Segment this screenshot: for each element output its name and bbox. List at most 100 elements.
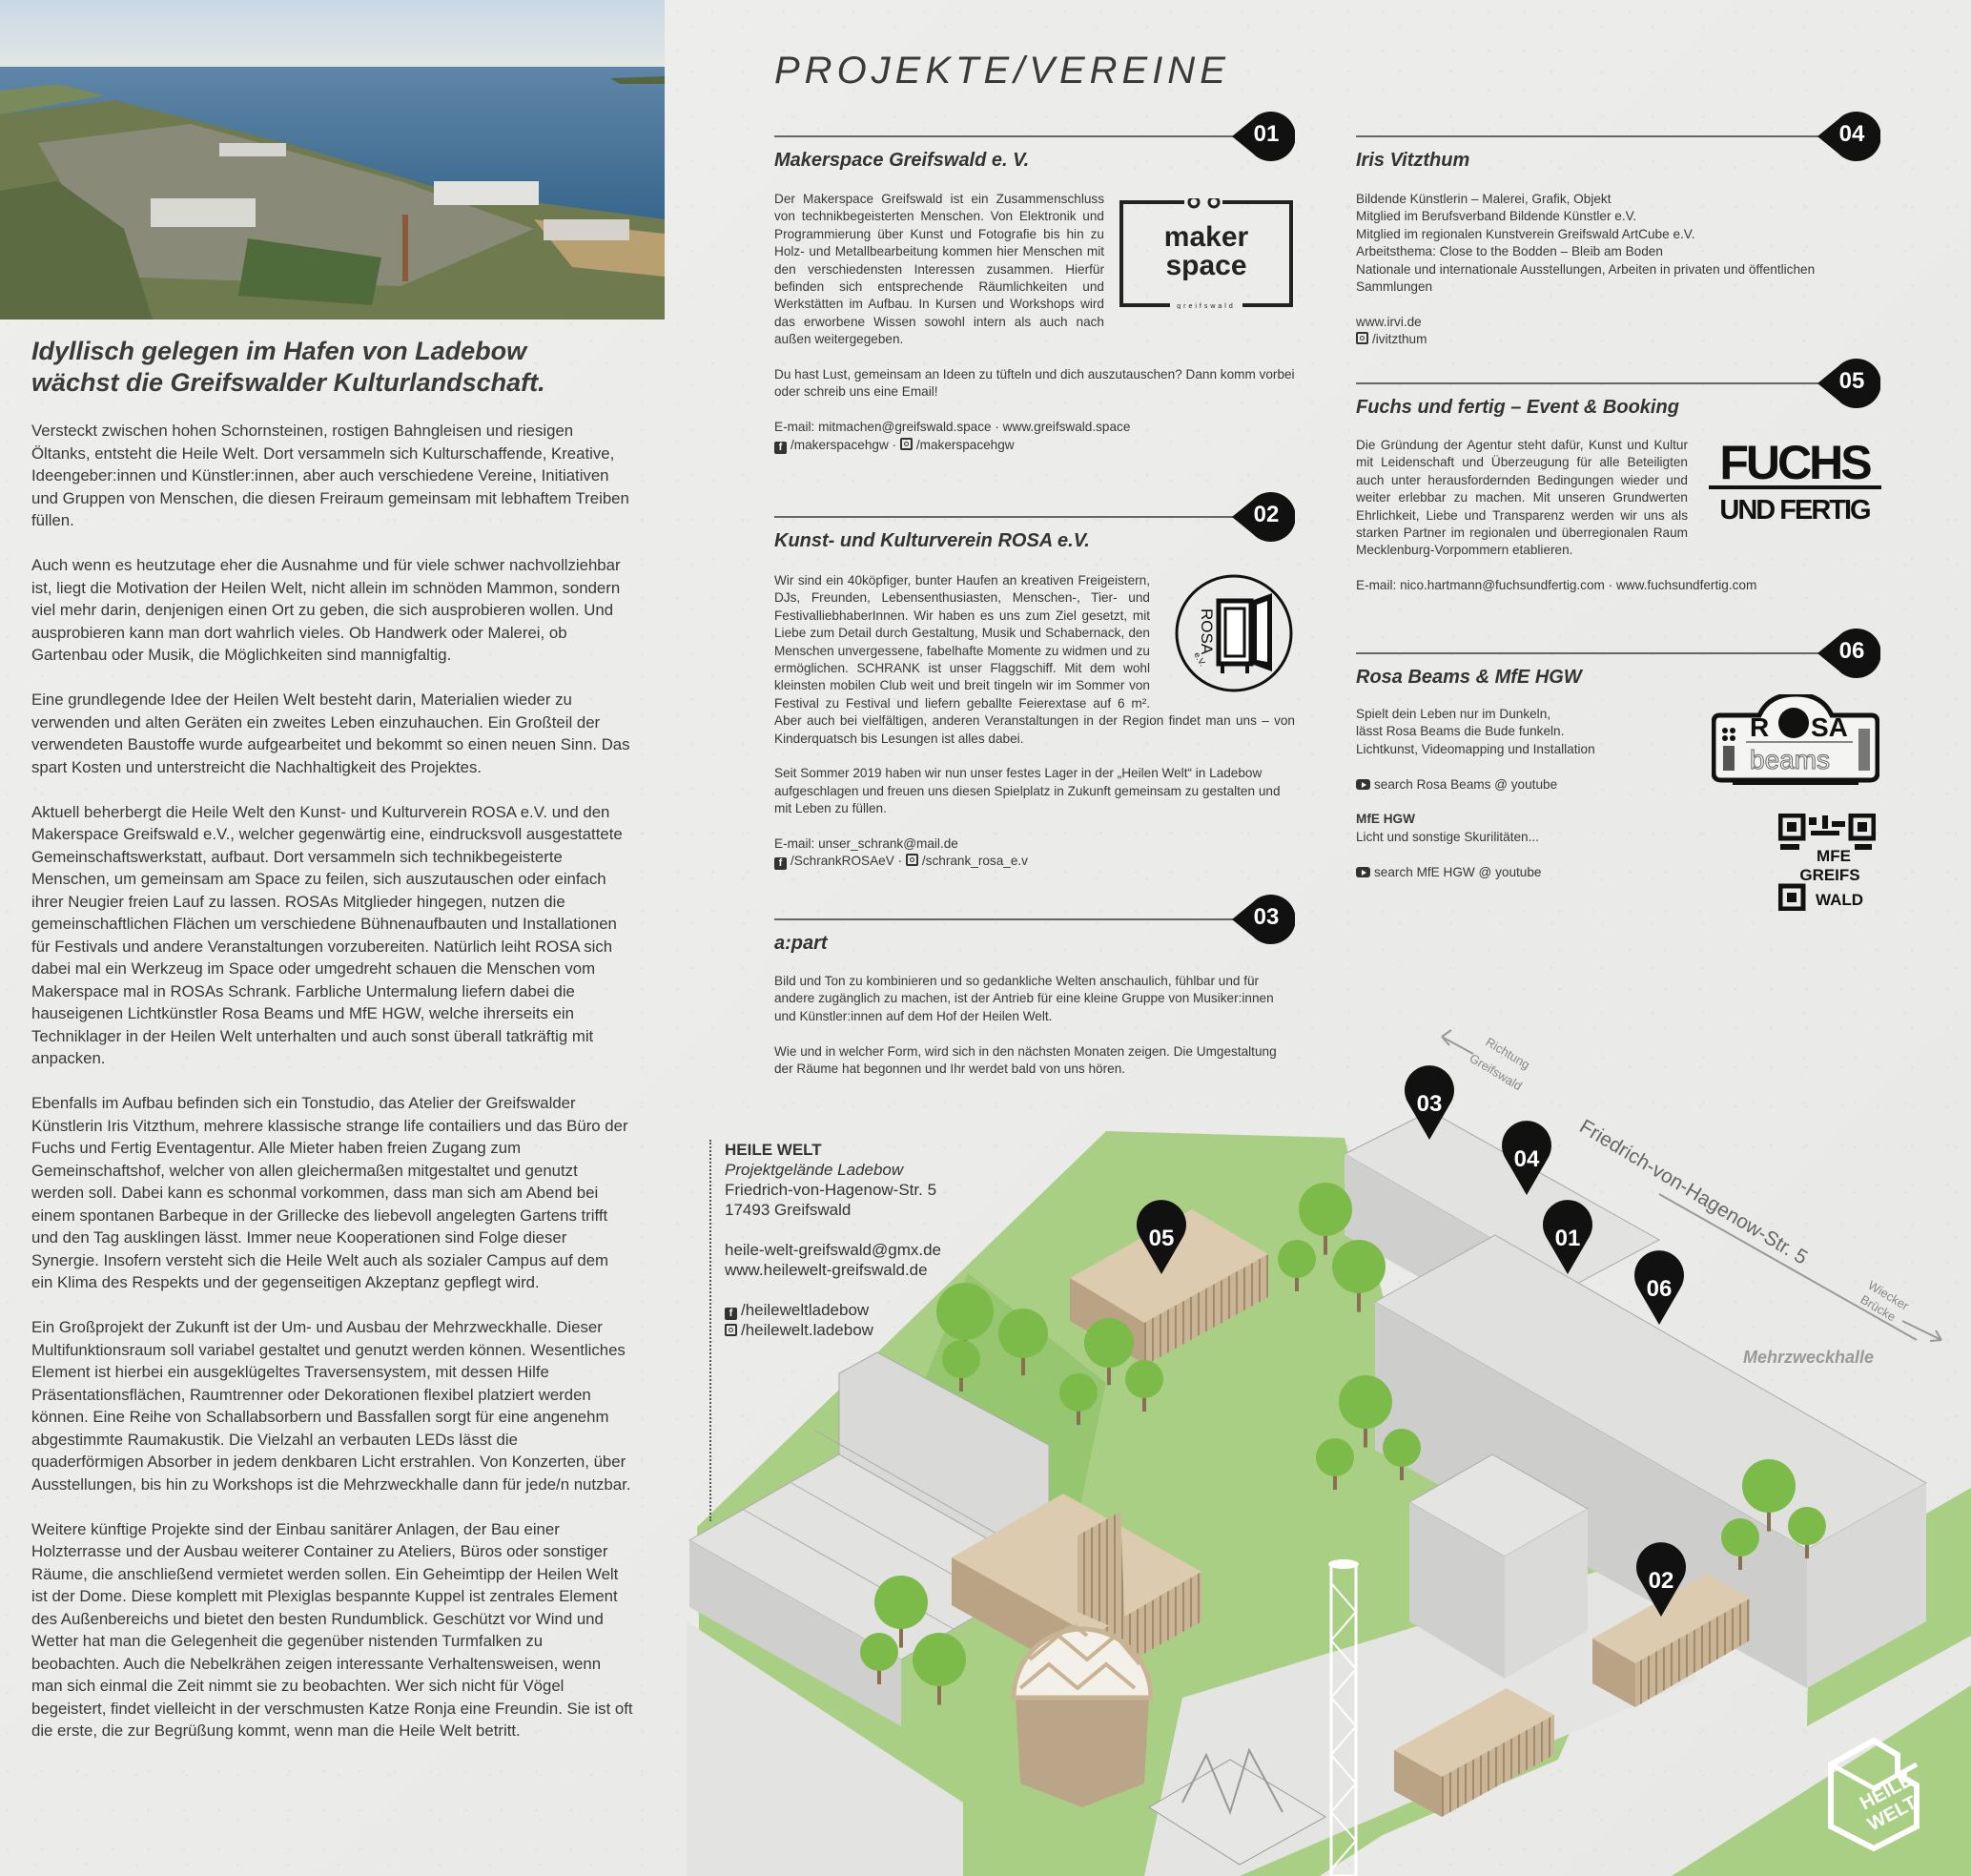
svg-text:maker: maker bbox=[1164, 221, 1249, 253]
address-subtitle: Projektgelände Ladebow bbox=[725, 1161, 904, 1179]
project-body-apart: Bild und Ton zu kombinieren und so gedan… bbox=[774, 973, 1295, 1096]
project-paragraph: Wie und in welcher Form, wird sich in de… bbox=[774, 1043, 1277, 1077]
fuchs-contact[interactable]: E-mail: nico.hartmann@fuchsundfertig.com… bbox=[1356, 578, 1757, 593]
project-title-iris: Iris Vitzthum bbox=[1356, 150, 1470, 171]
projects-title: PROJEKTE/VEREINE bbox=[774, 50, 1230, 92]
svg-text:GREIFS: GREIFS bbox=[1799, 866, 1859, 884]
section-divider bbox=[1356, 135, 1823, 137]
iris-line: Mitglied im Berufsverband Bildende Künst… bbox=[1356, 209, 1637, 224]
section-number-badge: 02 bbox=[1232, 492, 1295, 542]
intro-paragraph: Weitere künftige Projekte sind der Einba… bbox=[31, 1519, 633, 1741]
qr-code: MFE GREIFS WALD bbox=[1778, 814, 1876, 911]
intro-headline-line1: Idyllisch gelegen im Hafen von Ladebow bbox=[31, 337, 527, 365]
project-body-rosa: ROSA e.V. Wir sind ein 40köpfiger, bunte… bbox=[774, 572, 1295, 871]
youtube-icon bbox=[1356, 778, 1370, 790]
mfe-text: Licht und sonstige Skurilitäten... bbox=[1356, 829, 1539, 844]
instagram-link[interactable]: /schrank_rosa_e.v bbox=[921, 854, 1028, 869]
section-divider bbox=[774, 135, 1242, 137]
project-body-iris: Bildende Künstlerin – Malerei, Grafik, O… bbox=[1356, 191, 1883, 349]
project-paragraph: Die Gründung der Agentur steht dafür, Ku… bbox=[1356, 438, 1688, 558]
rosa-beams-logo: R SA beams bbox=[1712, 694, 1879, 785]
project-paragraph: Bild und Ton zu kombinieren und so gedan… bbox=[774, 974, 1274, 1023]
section-number-badge: 05 bbox=[1817, 359, 1880, 408]
facebook-link[interactable]: /makerspacehgw bbox=[790, 437, 889, 452]
iris-line: Mitglied im regionalen Kunstverein Greif… bbox=[1356, 226, 1695, 241]
iris-line: Arbeitsthema: Close to the Bodden – Blei… bbox=[1356, 244, 1663, 259]
makerspace-logo: maker space greifswald bbox=[1118, 196, 1295, 310]
makerspace-contact[interactable]: E-mail: mitmachen@greifswald.space · www… bbox=[774, 420, 1131, 435]
section-number-badge: 06 bbox=[1817, 629, 1880, 678]
project-paragraph: Wir sind ein 40köpfiger, bunter Haufen a… bbox=[774, 573, 1295, 746]
instagram-link[interactable]: /ivitzthum bbox=[1372, 332, 1427, 347]
rosa-logo: ROSA e.V. bbox=[1173, 572, 1295, 694]
section-number-badge: 03 bbox=[1232, 895, 1295, 944]
youtube-icon bbox=[1356, 866, 1370, 877]
address-street: Friedrich-von-Hagenow-Str. 5 bbox=[725, 1181, 937, 1199]
iris-website[interactable]: www.irvi.de bbox=[1356, 314, 1422, 329]
intro-paragraph: Aktuell beherbergt die Heile Welt den Ku… bbox=[31, 802, 623, 1068]
section-divider bbox=[774, 918, 1242, 920]
iris-social: /ivitzthum bbox=[1356, 331, 1883, 348]
svg-text:UND FERTIG: UND FERTIG bbox=[1719, 495, 1870, 526]
project-paragraph: Der Makerspace Greifswald ist ein Zusamm… bbox=[774, 192, 1104, 347]
rosa-beams-line: lässt Rosa Beams die Bude funkeln. bbox=[1356, 724, 1565, 739]
intro-headline: Idyllisch gelegen im Hafen von Ladebow w… bbox=[31, 336, 642, 399]
facebook-link[interactable]: /SchrankROSAeV bbox=[790, 854, 894, 869]
address-instagram[interactable]: /heilewelt.ladebow bbox=[725, 1320, 941, 1340]
mfe-title: MfE HGW bbox=[1356, 812, 1415, 827]
instagram-icon bbox=[899, 437, 913, 450]
project-title-rosa: Kunst- und Kulturverein ROSA e.V. bbox=[774, 530, 1090, 551]
intro-headline-line2: wächst die Greifswalder Kulturlandschaft… bbox=[31, 368, 545, 397]
instagram-icon bbox=[725, 1324, 737, 1336]
svg-text:beams: beams bbox=[1750, 745, 1830, 774]
svg-text:WALD: WALD bbox=[1816, 891, 1863, 909]
project-title-apart: a:part bbox=[774, 933, 828, 954]
svg-text:R: R bbox=[1750, 712, 1769, 742]
address-facebook[interactable]: f/heileweltladebow bbox=[725, 1300, 941, 1320]
svg-text:ROSA: ROSA bbox=[1198, 608, 1216, 655]
section-divider bbox=[1356, 652, 1823, 654]
project-title-makerspace: Makerspace Greifswald e. V. bbox=[774, 150, 1030, 171]
rosa-beams-line: Spielt dein Leben nur im Dunkeln, bbox=[1356, 707, 1551, 721]
facebook-icon: f bbox=[774, 441, 787, 454]
rosa-contact[interactable]: E-mail: unser_schrank@mail.de bbox=[774, 836, 958, 852]
project-paragraph: Du hast Lust, gemeinsam an Ideen zu tüft… bbox=[774, 367, 1295, 400]
iris-line: Nationale und internationale Ausstellung… bbox=[1356, 261, 1816, 295]
fuchs-und-fertig-logo: FUCHS UND FERTIG bbox=[1707, 436, 1883, 528]
facebook-icon: f bbox=[725, 1308, 737, 1320]
address-name: HEILE WELT bbox=[725, 1141, 822, 1159]
project-body-rosa-beams: Spielt dein Leben nur im Dunkeln, lässt … bbox=[1356, 706, 1680, 881]
makerspace-social: f/makerspacehgw · /makerspacehgw bbox=[774, 437, 1295, 454]
svg-text:SA: SA bbox=[1811, 712, 1848, 742]
rosa-beams-line: Lichtkunst, Videomapping und Installatio… bbox=[1356, 741, 1595, 756]
intro-paragraph: Eine grundlegende Idee der Heilen Welt b… bbox=[31, 691, 630, 776]
project-title-fuchs: Fuchs und fertig – Event & Booking bbox=[1356, 397, 1679, 418]
address-email[interactable]: heile-welt-greifswald@gmx.de bbox=[725, 1241, 942, 1259]
section-number-badge: 04 bbox=[1817, 112, 1880, 161]
svg-text:greifswald: greifswald bbox=[1177, 303, 1236, 309]
youtube-rosa-beams[interactable]: search Rosa Beams @ youtube bbox=[1356, 776, 1680, 794]
intro-paragraph: Ein Großprojekt der Zukunft ist der Um- … bbox=[31, 1318, 631, 1494]
address-city: 17493 Greifswald bbox=[725, 1201, 852, 1219]
section-number-badge: 01 bbox=[1232, 112, 1295, 161]
address-website[interactable]: www.heilewelt-greifswald.de bbox=[725, 1261, 928, 1279]
instagram-icon bbox=[1356, 332, 1368, 345]
aerial-photo-harbour bbox=[0, 0, 665, 320]
instagram-icon bbox=[905, 854, 918, 867]
intro-paragraph: Ebenfalls im Aufbau befinden sich ein To… bbox=[31, 1094, 628, 1291]
section-divider bbox=[774, 516, 1242, 518]
rosa-social: f/SchrankROSAeV · /schrank_rosa_e.v bbox=[774, 853, 1295, 871]
svg-text:MFE: MFE bbox=[1817, 847, 1851, 865]
svg-text:space: space bbox=[1165, 250, 1246, 281]
section-divider bbox=[1356, 382, 1823, 384]
iris-line: Bildende Künstlerin – Malerei, Grafik, O… bbox=[1356, 192, 1612, 206]
project-title-rosa-beams: Rosa Beams & MfE HGW bbox=[1356, 667, 1582, 688]
facebook-icon: f bbox=[774, 857, 787, 871]
youtube-mfe[interactable]: search MfE HGW @ youtube bbox=[1356, 864, 1680, 881]
project-body-fuchs: FUCHS UND FERTIG Die Gründung der Agentu… bbox=[1356, 436, 1883, 595]
project-body-makerspace: maker space greifswald Der Makerspace Gr… bbox=[774, 191, 1295, 454]
intro-paragraph: Versteckt zwischen hohen Schornsteinen, … bbox=[31, 422, 629, 529]
intro-paragraph: Auch wenn es heutzutage eher die Ausnahm… bbox=[31, 556, 621, 664]
instagram-link[interactable]: /makerspacehgw bbox=[915, 437, 1015, 452]
svg-text:FUCHS: FUCHS bbox=[1719, 437, 1871, 489]
